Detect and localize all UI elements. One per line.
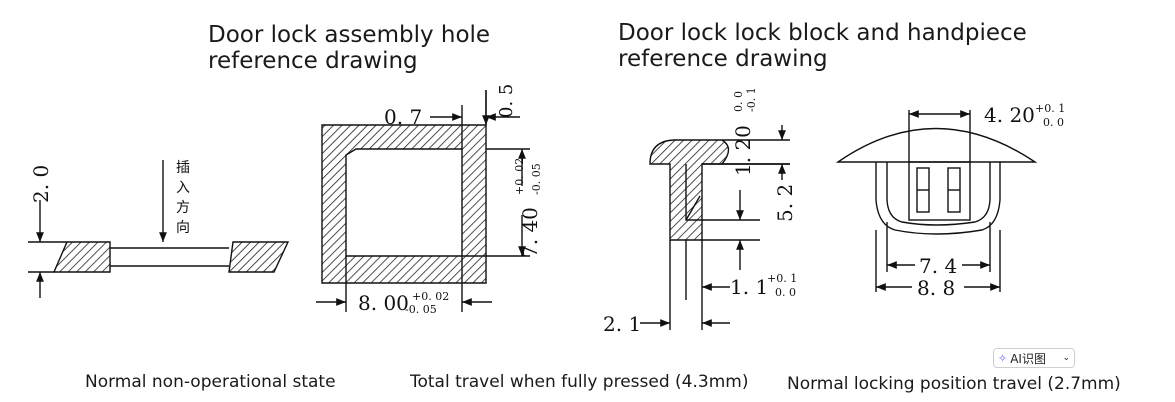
ai-recognize-label: AI识图 — [1010, 351, 1046, 366]
chevron-down-icon: ⌄ — [1062, 353, 1070, 363]
dim-2-1-label: 2. 1 — [603, 312, 641, 336]
lock-block-title-line1: Door lock lock block and handpiece — [618, 20, 1027, 46]
dim-7-40-tol-bottom: -0. 05 — [530, 163, 543, 195]
dim-1-20-tol-top: 0. 0 — [732, 91, 745, 112]
dim-8-8-label: 8. 8 — [917, 276, 955, 300]
dim-8-00-tol-top: +0. 02 — [412, 290, 449, 303]
lock-block-front — [835, 110, 1038, 292]
square-hole-section — [316, 90, 530, 312]
dim-2-0-label: 2. 0 — [29, 165, 53, 203]
dim-4-20-tol-top: +0. 1 — [1035, 102, 1065, 115]
svg-text:向: 向 — [176, 220, 190, 236]
handpiece-profile — [640, 125, 790, 330]
ai-recognize-button[interactable]: ✧ AI识图 ⌄ — [993, 348, 1075, 368]
lock-block-title-line2: reference drawing — [618, 46, 828, 72]
dim-0-5-label: 0. 5 — [496, 84, 517, 118]
dim-7-40-tol-top: +0. 02 — [513, 158, 526, 195]
dim-7-4-label: 7. 4 — [919, 254, 957, 278]
dim-1-1-tol-top: +0. 1 — [767, 272, 797, 285]
assembly-hole-title: Door lock assembly hole reference drawin… — [208, 22, 490, 74]
caption-locking-travel: Normal locking position travel (2.7mm) — [787, 374, 1121, 394]
dim-1-1-label: 1. 1 — [730, 275, 768, 299]
lock-block-title: Door lock lock block and handpiece refer… — [618, 20, 1027, 72]
assembly-hole-title-line1: Door lock assembly hole — [208, 22, 491, 48]
caption-total-travel: Total travel when fully pressed (4.3mm) — [410, 372, 749, 392]
dim-8-00-label: 8. 00 — [358, 291, 409, 315]
dim-8-00-tol-bottom: -0. 05 — [405, 303, 437, 316]
dim-4-20-label: 4. 20 — [984, 103, 1035, 127]
plate-section — [28, 160, 290, 298]
dim-1-1-tol-bottom: 0. 0 — [775, 286, 796, 299]
dim-1-20-tol-bottom: -0. 1 — [745, 87, 758, 112]
svg-text:方: 方 — [176, 200, 190, 216]
dim-5-2-label: 5. 2 — [773, 184, 797, 222]
svg-text:入: 入 — [176, 180, 190, 196]
insert-direction-label: 插 入 方 向 — [176, 160, 190, 236]
dim-4-20-tol-bottom: 0. 0 — [1043, 116, 1064, 129]
caption-normal-state: Normal non-operational state — [85, 372, 336, 392]
dim-7-40-label: 7. 40 — [518, 207, 542, 258]
sparkle-scan-icon: ✧ — [998, 351, 1008, 365]
dim-1-20-label: 1. 20 — [731, 125, 755, 176]
svg-text:插: 插 — [176, 160, 190, 176]
assembly-hole-title-line2: reference drawing — [208, 48, 418, 74]
dim-0-7-label: 0. 7 — [384, 105, 422, 129]
